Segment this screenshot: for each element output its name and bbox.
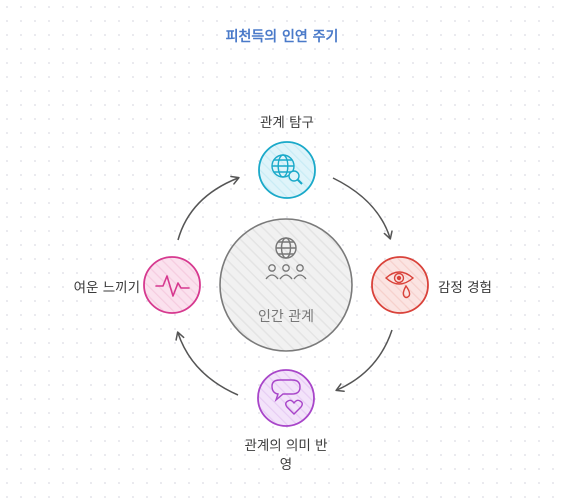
center-node xyxy=(219,218,353,352)
speech-heart-icon xyxy=(271,379,303,415)
arrow-explore-to-emotion xyxy=(332,177,393,240)
center-label: 인간 관계 xyxy=(258,309,314,325)
node-label-explore: 관계 탐구 xyxy=(260,115,314,131)
globe-icon xyxy=(275,237,297,259)
node-label-feel: 여운 느끼기 xyxy=(73,280,140,296)
node-label-emotion: 감정 경험 xyxy=(438,280,492,296)
node-emotion xyxy=(371,256,429,314)
globe-search-icon xyxy=(271,154,303,185)
arrow-emotion-to-reflect xyxy=(335,329,393,392)
node-label-reflect: 관계의 의미 반 영 xyxy=(244,438,328,473)
diagram-title: 피천득의 인연 주기 xyxy=(225,29,339,45)
arrow-feel-to-explore xyxy=(177,175,240,241)
people-icon xyxy=(265,264,307,280)
node-feel xyxy=(143,256,201,314)
pulse-icon xyxy=(155,275,190,297)
arrow-reflect-to-feel xyxy=(175,331,239,396)
node-explore xyxy=(258,141,316,199)
node-reflect xyxy=(257,369,315,427)
eye-tear-icon xyxy=(384,271,415,299)
